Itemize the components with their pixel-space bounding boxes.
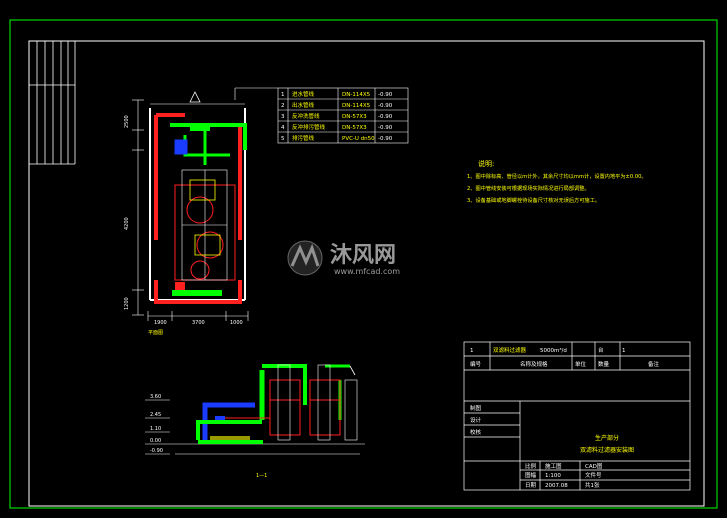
legend-name: 排污管线: [292, 134, 315, 142]
sign-label: 校核: [470, 428, 482, 436]
dim-bottom-1: 1900: [154, 320, 167, 326]
watermark-brand: 沐风网: [330, 243, 396, 268]
section-level: 0.00: [150, 438, 161, 444]
legend-spec: PVC-U dn50: [342, 136, 375, 142]
section-level: -0.90: [150, 448, 163, 454]
note-item: 3、设备基础或地脚螺栓待设备尺寸核对无误后方可施工。: [467, 196, 600, 204]
outer-border: [9, 19, 718, 509]
section-level: 1.10: [150, 426, 161, 432]
dim-left-2: 4200: [124, 217, 130, 230]
legend-spec: DN-57X3: [342, 114, 367, 120]
bom-header-name: 名称及规格: [520, 360, 548, 368]
legend-name: 反冲排污管线: [292, 123, 326, 131]
legend-spec: DN-114X5: [342, 103, 371, 109]
legend-no: 1: [281, 92, 285, 98]
legend-level: -0.90: [378, 92, 393, 98]
bom-header-unit: 单位: [575, 360, 587, 368]
info-val: 施工图: [545, 462, 562, 470]
info-key: 比例: [525, 462, 537, 470]
legend-spec: DN-57X3: [342, 125, 367, 131]
legend-spec: DN-114X5: [342, 92, 371, 98]
bom-name: 双滤料过滤器: [493, 346, 527, 354]
section-level: 3.60: [150, 394, 161, 400]
watermark-logo: [287, 240, 323, 276]
dim-left-3: 1200: [124, 297, 130, 310]
bom-unit: 台: [598, 346, 604, 354]
legend-no: 5: [281, 136, 285, 142]
dim-bottom-3: 1000: [230, 320, 243, 326]
legend-no: 2: [281, 103, 285, 109]
bom-header-qty: 数量: [598, 360, 610, 368]
legend-level: -0.90: [378, 114, 393, 120]
dim-bottom-2: 3700: [192, 320, 205, 326]
inner-frame: [28, 40, 705, 507]
sign-label: 设计: [470, 416, 482, 424]
plan-view: [132, 91, 249, 321]
legend-no: 3: [281, 114, 285, 120]
bom-header-note: 备注: [648, 360, 660, 368]
legend-name: 进水管线: [292, 90, 315, 98]
section-view: [145, 364, 365, 455]
note-item: 2、图中管线安装可根据现场实际情况进行局部调整。: [467, 184, 590, 192]
plan-label: 平面图: [148, 330, 163, 336]
bom-spec: 5000m³/d: [540, 347, 567, 354]
drawing-name: 双滤料过滤器安装图: [580, 446, 634, 454]
pipe-legend-table: [234, 87, 409, 144]
section-label: 1—1: [256, 473, 267, 479]
info-val2: 文件号: [585, 471, 602, 479]
legend-no: 4: [281, 125, 285, 131]
watermark-url: www.mfcad.com: [334, 267, 400, 276]
bom-no: 1: [470, 348, 474, 354]
info-val: 2007.08: [545, 483, 568, 489]
drawing-company: 生产部分: [595, 434, 619, 442]
title-block: [463, 341, 691, 491]
info-key: 图幅: [525, 471, 537, 479]
legend-level: -0.90: [378, 125, 393, 131]
info-val2: 共1张: [585, 481, 600, 489]
dim-left-1: 2500: [124, 115, 130, 128]
binding-grid: [29, 41, 76, 165]
legend-level: -0.90: [378, 103, 393, 109]
bom-header-no: 编号: [470, 360, 482, 368]
info-val: 1:100: [545, 473, 561, 479]
bom-qty: 1: [622, 348, 626, 354]
section-level: 2.45: [150, 412, 161, 418]
info-key: 日期: [525, 482, 537, 489]
legend-level: -0.90: [378, 136, 393, 142]
legend-name: 反冲洗管线: [292, 112, 320, 120]
notes-title: 说明:: [478, 159, 494, 168]
legend-name: 出水管线: [292, 101, 315, 109]
note-item: 1、图中除标高、管径以m计外，其余尺寸均以mm计，设置内地平为±0.00。: [467, 172, 647, 180]
info-val2: CAD图: [585, 462, 603, 470]
sign-label: 制图: [470, 404, 482, 412]
